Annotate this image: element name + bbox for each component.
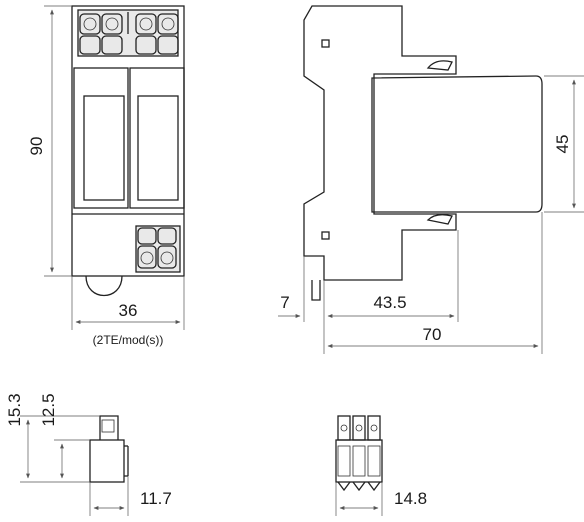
terminal-top: [99, 415, 119, 440]
right-module: [129, 67, 185, 209]
terminal-side-view: 15.3 12.5 11.7: [5, 393, 172, 516]
side-view: 45 7 43.5 70: [278, 5, 584, 354]
dim-14-8-label: 14.8: [394, 489, 427, 508]
bottom-terminals: [135, 225, 181, 273]
marker-top: [321, 39, 330, 48]
dim-45-label: 45: [553, 135, 572, 154]
module-note: (2TE/mod(s)): [93, 333, 164, 347]
terminal-body: [89, 439, 125, 483]
terminal-slot: [101, 419, 115, 433]
dim-36-label: 36: [119, 301, 138, 320]
side-body-outline: [303, 5, 457, 281]
top-terminals: [79, 12, 179, 55]
terminal-front-view: 14.8: [335, 415, 427, 516]
dim-15-3-label: 15.3: [5, 393, 24, 426]
dim-11-7-label: 11.7: [140, 489, 172, 508]
dim-90-label: 90: [27, 137, 46, 156]
right-window: [137, 95, 179, 201]
dim-12-5-label: 12.5: [39, 393, 58, 426]
latch-bottom: [426, 214, 453, 225]
din-clip: [85, 275, 123, 297]
dim-43-5-label: 43.5: [373, 293, 406, 312]
dim-70-label: 70: [423, 325, 442, 344]
latch-top: [426, 60, 453, 71]
terminal-pins: [337, 415, 381, 492]
side-cap: [371, 75, 543, 213]
left-module: [73, 67, 129, 209]
rail-foot: [311, 280, 321, 301]
marker-bottom: [321, 231, 330, 240]
front-view: 90 36 (2TE/mod(s)): [27, 5, 185, 347]
left-window: [83, 95, 125, 201]
dim-7-label: 7: [280, 293, 289, 312]
